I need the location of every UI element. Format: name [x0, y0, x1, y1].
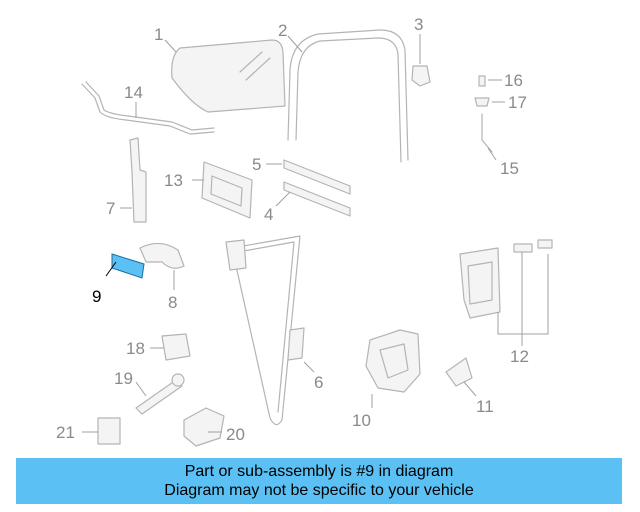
callout-17: 17: [508, 93, 527, 112]
part-14-rod: [81, 81, 215, 135]
part-19-check-strap: [135, 373, 185, 415]
parts-diagram: 1 2 3 16 17 15 14 5 13 4 7 9 8 18 6 12 1…: [56, 15, 553, 447]
info-banner: Part or sub-assembly is #9 in diagram Di…: [16, 458, 622, 504]
part-20-hinge-bracket: [183, 407, 225, 447]
part-5-weatherstrip: [266, 159, 351, 195]
callout-11: 11: [476, 397, 494, 416]
part-4-weatherstrip: [275, 181, 351, 217]
part-7-bracket: [120, 137, 147, 223]
callout-5: 5: [252, 155, 261, 174]
callout-19: 19: [114, 369, 133, 388]
part-18-hinge: [150, 333, 191, 361]
part-9-highlighted: [105, 253, 145, 279]
part-15-rod: [481, 113, 497, 161]
callout-4: 4: [264, 205, 273, 224]
callout-15: 15: [500, 159, 519, 178]
callout-2: 2: [278, 21, 287, 40]
callout-1: 1: [154, 25, 163, 44]
callout-20: 20: [226, 425, 245, 444]
part-1-door-glass: [164, 39, 286, 113]
callout-14: 14: [124, 83, 143, 102]
callout-10: 10: [352, 411, 371, 430]
callout-18: 18: [126, 339, 145, 358]
callout-13: 13: [164, 171, 183, 190]
part-12-lock-assembly: [459, 239, 553, 346]
callout-6: 6: [314, 373, 323, 392]
banner-line-1: Part or sub-assembly is #9 in diagram: [184, 463, 454, 480]
part-21-plate: [82, 417, 121, 445]
callout-12: 12: [510, 347, 529, 366]
part-8-handle: [139, 242, 185, 290]
callout-21: 21: [56, 423, 75, 442]
part-16-screw: [478, 75, 502, 87]
callout-8: 8: [168, 293, 177, 312]
banner-line-2: Diagram may not be specific to your vehi…: [164, 482, 474, 499]
part-11-bracket: [445, 357, 477, 397]
part-6-regulator: [225, 235, 315, 426]
part-2-run-channel: [287, 29, 409, 163]
part-10-latch: [365, 329, 421, 408]
part-13-bezel: [192, 161, 253, 219]
callout-7: 7: [106, 199, 115, 218]
callout-9: 9: [92, 287, 101, 306]
callout-3: 3: [414, 15, 423, 34]
part-3-clip: [411, 34, 431, 87]
part-17-nut: [474, 97, 505, 107]
callout-16: 16: [504, 71, 523, 90]
